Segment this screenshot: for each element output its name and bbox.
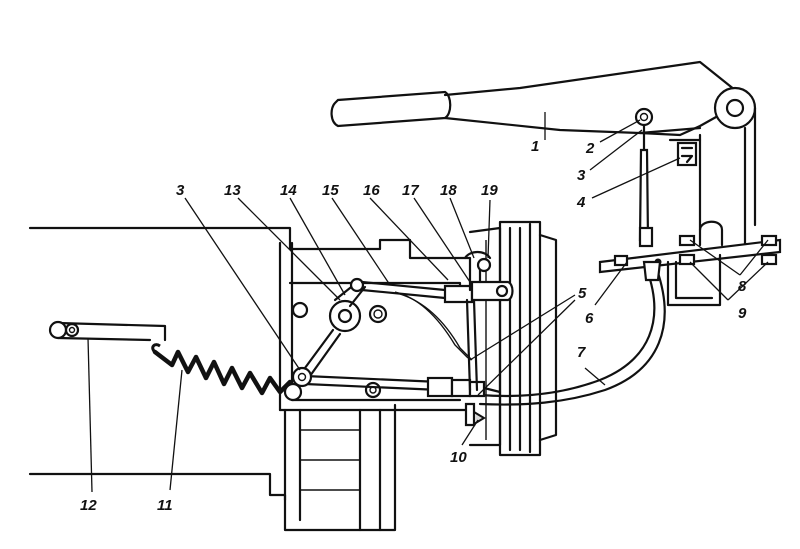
callout-1: 1 [531,138,539,155]
lever-pull-rod [638,123,654,248]
callout-13: 13 [224,182,241,199]
upper-linkage [300,250,514,392]
callout-2: 2 [585,140,595,157]
brake-drum [468,220,558,457]
lower-pivot [283,366,313,402]
hand-lever[interactable] [330,60,757,247]
callout-numbers: 1 2 3 4 3 13 14 15 16 17 18 19 5 6 7 8 9… [80,138,747,514]
callout-16: 16 [363,182,380,199]
callout-11: 11 [157,497,173,514]
callout-3-top: 3 [577,167,586,184]
callout-7: 7 [577,344,586,361]
ratchet-pawl [668,138,702,167]
callout-8: 8 [738,278,747,295]
callout-15: 15 [322,182,339,199]
callout-4: 4 [576,194,586,211]
callout-19: 19 [481,182,498,199]
callout-12: 12 [80,497,97,514]
callout-leaders [87,112,769,493]
callout-6: 6 [585,310,594,327]
return-spring-bracket [48,320,293,396]
callout-9: 9 [738,305,747,322]
transmission-housing [28,226,472,532]
callout-18: 18 [440,182,457,199]
adjuster-rod [303,374,502,427]
callout-14: 14 [280,182,297,199]
mounting-bracket [598,220,782,307]
callout-10: 10 [450,449,467,466]
callout-3-left: 3 [176,182,185,199]
callout-17: 17 [402,182,419,199]
callout-5: 5 [578,285,587,302]
